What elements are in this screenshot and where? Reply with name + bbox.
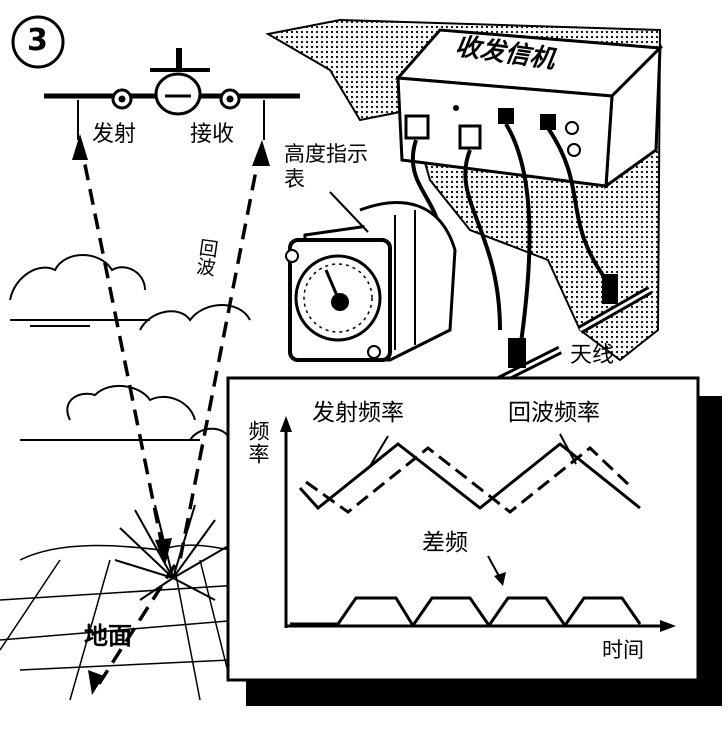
signal-guides xyxy=(77,100,265,140)
echo-label: 回波 xyxy=(192,236,220,278)
chart-x-label: 时间 xyxy=(602,638,644,662)
chart-leaders xyxy=(369,433,577,579)
transmit-frequency-line xyxy=(298,442,641,511)
figure-number: 3 xyxy=(27,23,48,58)
radar-beams xyxy=(78,139,262,691)
ground-grid xyxy=(0,544,241,701)
antenna-label: 天线 xyxy=(570,343,615,368)
altimeter-indicator xyxy=(285,201,457,362)
x-axis-arrow xyxy=(660,620,676,632)
beat-frequency-label: 差频 xyxy=(422,530,468,556)
beam-arrowheads xyxy=(72,134,270,695)
transmit-frequency-label: 发射频率 xyxy=(312,400,404,426)
chart-axes xyxy=(284,425,668,628)
transmit-label: 发射 xyxy=(92,122,137,147)
reflection-burst xyxy=(114,504,231,601)
clouds xyxy=(9,254,251,441)
y-axis-arrow xyxy=(280,416,292,432)
beat-frequency-line xyxy=(290,596,642,626)
chart-y-label: 频率 xyxy=(246,420,270,466)
figure-number-circle xyxy=(11,15,65,69)
altimeter-leader xyxy=(329,191,369,233)
echo-frequency-line xyxy=(305,446,632,514)
altimeter-label: 高度指示表 xyxy=(284,142,368,192)
transceiver-box xyxy=(394,28,664,190)
altimeter-needle xyxy=(324,269,340,299)
ground-label: 地面 xyxy=(84,622,132,650)
receive-label: 接收 xyxy=(190,122,235,147)
airplane xyxy=(44,48,300,116)
beat-leader-arrow xyxy=(494,572,506,586)
chart-panel xyxy=(226,376,700,682)
cables xyxy=(410,122,612,351)
echo-frequency-label: 回波频率 xyxy=(508,400,600,426)
